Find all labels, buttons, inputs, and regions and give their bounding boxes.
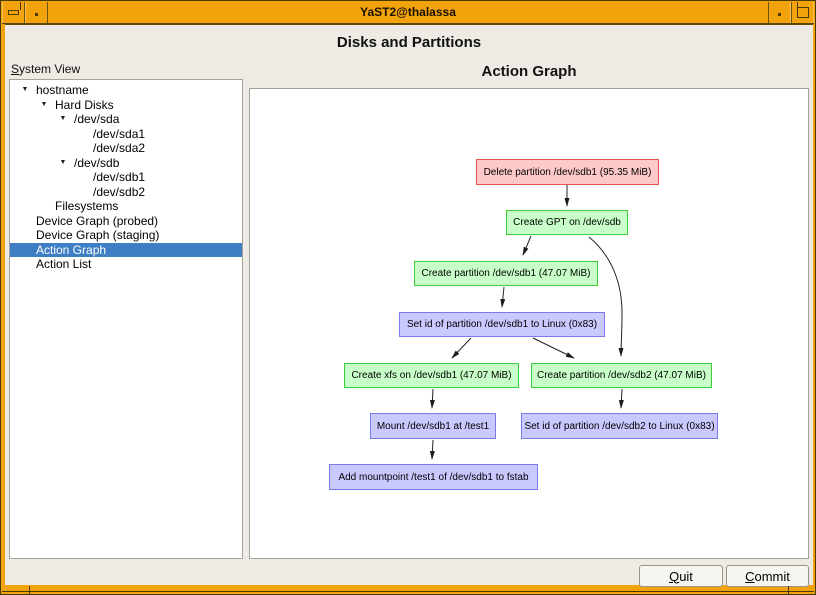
action-node-create-partition-dev-sdb1-47-07-mib: Create partition /dev/sdb1 (47.07 MiB) — [414, 261, 598, 286]
expand-arrow-icon[interactable]: ▼ — [21, 86, 29, 93]
graph-edge-3-5 — [532, 337, 575, 359]
frame-tick — [20, 2, 21, 10]
graph-edge-2-3 — [500, 286, 506, 308]
sidebar-item-label: Action List — [36, 257, 92, 271]
action-node-delete-partition-dev-sdb1-95-35-mib: Delete partition /dev/sdb1 (95.35 MiB) — [476, 159, 659, 185]
quit-button[interactable]: Quit — [639, 565, 723, 587]
sidebar-item-filesystems[interactable]: Filesystems — [10, 199, 242, 214]
maximize-icon — [796, 7, 809, 18]
action-node-set-id-of-partition-dev-sdb2-to-linux-0x83: Set id of partition /dev/sdb2 to Linux (… — [521, 413, 718, 439]
sidebar-item-dev-sda[interactable]: ▼ /dev/sda — [10, 112, 242, 127]
dialog-content: Disks and Partitions System View ▼ hostna… — [5, 24, 813, 587]
action-graph-heading: Action Graph — [481, 63, 577, 80]
action-graph-canvas: Delete partition /dev/sdb1 (95.35 MiB) Cr… — [250, 89, 808, 558]
sidebar-item-device-graph-staging[interactable]: Device Graph (staging) — [10, 228, 242, 243]
commit-button-label: Commit — [745, 568, 790, 584]
sidebar-item-label: /dev/sda2 — [93, 141, 146, 155]
sidebar-item-action-graph[interactable]: Action Graph — [10, 242, 242, 257]
sidebar-item-label: hostname — [36, 83, 89, 97]
action-node-create-xfs-on-dev-sdb1-47-07-mib: Create xfs on /dev/sdb1 (47.07 MiB) — [344, 363, 519, 388]
action-node-create-gpt-on-dev-sdb: Create GPT on /dev/sdb — [506, 210, 628, 235]
sidebar-item-label: /dev/sda1 — [93, 126, 146, 141]
minimize-dot-icon — [778, 13, 781, 16]
graph-edge-1-5 — [588, 236, 624, 357]
graph-edge-5-7 — [618, 388, 624, 409]
sidebar-item-label: Device Graph (probed) — [36, 213, 159, 228]
sidebar-item-dev-sdb1[interactable]: /dev/sdb1 — [10, 170, 242, 185]
sidebar-item-label: Hard Disks — [55, 97, 114, 112]
graph-edges — [429, 185, 624, 460]
commit-button[interactable]: Commit — [726, 565, 809, 587]
graph-edge-6-8 — [429, 439, 435, 460]
action-graph-panel: Delete partition /dev/sdb1 (95.35 MiB) Cr… — [249, 88, 809, 559]
sidebar-item-label: Device Graph (staging) — [36, 228, 160, 242]
window-title: YaST2@thalassa — [360, 5, 456, 19]
frame-tick — [788, 586, 789, 595]
sidebar-item-label: Filesystems — [55, 199, 119, 213]
frame-tick — [29, 586, 30, 595]
sidebar-item-device-graph-probed[interactable]: Device Graph (probed) — [10, 214, 242, 229]
sidebar-item-dev-sdb2[interactable]: /dev/sdb2 — [10, 185, 242, 200]
expand-arrow-icon[interactable]: ▼ — [59, 115, 67, 122]
action-node-set-id-of-partition-dev-sdb1-to-linux-0x83: Set id of partition /dev/sdb1 to Linux (… — [399, 312, 605, 337]
window-minimize-button[interactable] — [768, 2, 791, 23]
sidebar-item-label: /dev/sdb1 — [93, 170, 146, 184]
sidebar-item-dev-sda2[interactable]: /dev/sda2 — [10, 141, 242, 156]
window-menu-button[interactable] — [2, 2, 25, 23]
sidebar-item-hard-disks[interactable]: ▼ Hard Disks — [10, 98, 242, 113]
quit-button-label: Quit — [669, 568, 693, 584]
sidebar-item-dev-sdb[interactable]: ▼ /dev/sdb — [10, 156, 242, 171]
titlebar[interactable]: YaST2@thalassa — [2, 2, 814, 24]
graph-edge-3-4 — [451, 337, 472, 359]
frame-bottom-line — [2, 591, 814, 592]
sidebar-item-action-list[interactable]: Action List — [10, 257, 242, 272]
frame-tick — [797, 2, 798, 10]
shade-dot-icon — [35, 13, 38, 16]
graph-edge-1-2 — [522, 235, 532, 256]
action-node-add-mountpoint-test1-of-dev-sdb1-to-fstab: Add mountpoint /test1 of /dev/sdb1 to fs… — [329, 464, 538, 490]
sidebar-item-label: /dev/sdb — [74, 155, 120, 170]
action-node-create-partition-dev-sdb2-47-07-mib: Create partition /dev/sdb2 (47.07 MiB) — [531, 363, 712, 388]
sidebar-item-label: Action Graph — [36, 242, 107, 257]
sidebar-item-dev-sda1[interactable]: /dev/sda1 — [10, 127, 242, 142]
expand-arrow-icon[interactable]: ▼ — [40, 100, 48, 108]
graph-edge-4-6 — [429, 388, 435, 409]
sidebar-item-label: /dev/sdb2 — [93, 184, 146, 199]
system-view-tree[interactable]: ▼ hostname ▼ Hard Disks ▼ /dev/sda/dev/sda1/d… — [9, 79, 243, 559]
sidebar-item-hostname[interactable]: ▼ hostname — [10, 83, 242, 98]
expand-arrow-icon[interactable]: ▼ — [59, 158, 67, 166]
action-node-mount-dev-sdb1-at-test1: Mount /dev/sdb1 at /test1 — [370, 413, 496, 439]
window-shade-button[interactable] — [25, 2, 48, 23]
window-maximize-button[interactable] — [791, 2, 814, 23]
window-menu-icon — [8, 10, 19, 15]
sidebar-item-label: /dev/sda — [74, 112, 120, 126]
system-view-label: System View — [11, 62, 81, 76]
page-title: Disks and Partitions — [336, 34, 482, 51]
